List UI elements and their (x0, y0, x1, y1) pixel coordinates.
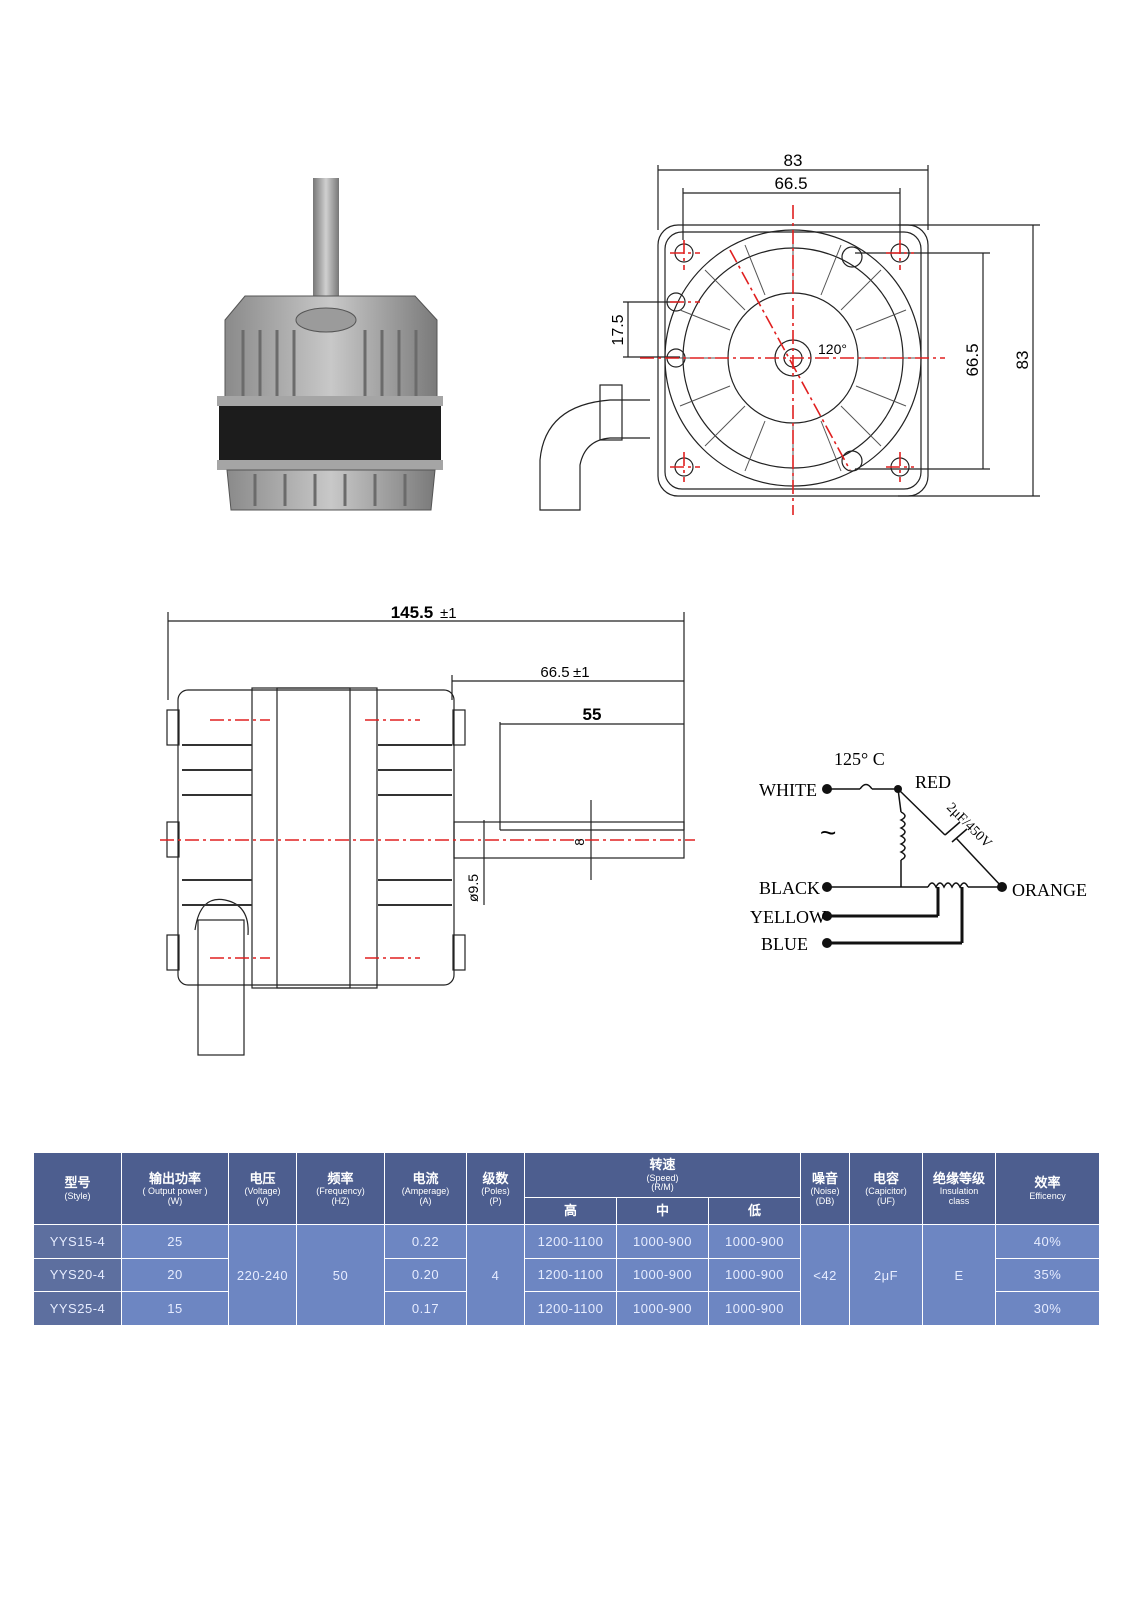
cell-insulation: E (922, 1224, 997, 1326)
dim-height-mount: 66.5 (963, 343, 982, 376)
cell-speed-mid: 1000-900 (616, 1224, 709, 1259)
cell-speed-high: 1200-1100 (524, 1224, 617, 1259)
spec-table: 型号(Style) 输出功率( Output power )(W) 电压(Vol… (33, 1152, 1101, 1326)
dim-total-length: 145.5 (391, 603, 434, 622)
col-power: 输出功率( Output power )(W) (121, 1152, 229, 1225)
cell-model: YYS25-4 (33, 1291, 122, 1326)
cell-power: 20 (121, 1257, 229, 1293)
wire-white: WHITE (759, 780, 817, 800)
wiring-diagram: 125° C WHITE RED 2μF/450V ~ BLACK ORANGE… (750, 749, 1087, 954)
col-speed-high: 高 (524, 1197, 617, 1225)
cell-speed-low: 1000-900 (707, 1224, 802, 1259)
dim-angle: 120° (818, 341, 847, 357)
cell-capacitor: 2μF (849, 1224, 924, 1326)
col-speed-mid: 中 (616, 1197, 709, 1225)
cell-frequency: 50 (296, 1224, 385, 1326)
cell-speed-low: 1000-900 (707, 1291, 802, 1326)
dim-width-mount: 66.5 (774, 174, 807, 193)
dim-flat-length: 55 (583, 705, 602, 724)
dim-shaft-length: 66.5 (540, 664, 569, 681)
top-view-drawing: 83 66.5 120° 17.5 66.5 83 (539, 151, 1040, 515)
wire-orange: ORANGE (1012, 880, 1087, 900)
cell-amperage: 0.17 (384, 1291, 467, 1326)
wire-capacitor: 2μF/450V (943, 800, 994, 851)
wire-red: RED (915, 772, 951, 792)
cell-amperage: 0.22 (384, 1224, 467, 1259)
col-amperage: 电流(Amperage)(A) (384, 1152, 467, 1225)
cell-speed-high: 1200-1100 (524, 1291, 617, 1326)
cell-model: YYS20-4 (33, 1257, 122, 1293)
cell-speed-low: 1000-900 (707, 1257, 802, 1293)
cell-efficiency: 35% (995, 1257, 1101, 1293)
col-poles: 级数(Poles)(P) (466, 1152, 525, 1225)
cell-poles: 4 (466, 1224, 525, 1326)
table-row: YYS25-4 15 0.17 1200-1100 1000-900 1000-… (33, 1291, 1101, 1326)
dim-height-outer: 83 (1013, 351, 1032, 370)
col-speed: 转速(Speed)(R/M) (523, 1152, 802, 1198)
cell-speed-high: 1200-1100 (524, 1257, 617, 1293)
dim-offset: 17.5 (610, 314, 627, 345)
cell-speed-mid: 1000-900 (616, 1291, 709, 1326)
col-noise: 噪音(Noise)(DB) (800, 1152, 851, 1225)
cell-efficiency: 40% (995, 1224, 1101, 1259)
col-speed-low: 低 (707, 1197, 802, 1225)
cell-speed-mid: 1000-900 (616, 1257, 709, 1293)
wire-black: BLACK (759, 878, 820, 898)
cell-efficiency: 30% (995, 1291, 1101, 1326)
wire-yellow: YELLOW (750, 907, 826, 927)
wire-ac: ~ (820, 817, 836, 848)
col-style: 型号(Style) (33, 1152, 122, 1225)
col-voltage: 电压(Voltage)(V) (228, 1152, 297, 1225)
dim-flat-size: 8 (572, 838, 587, 845)
cell-power: 25 (121, 1224, 229, 1259)
cell-noise: <42 (800, 1224, 851, 1326)
cell-amperage: 0.20 (384, 1257, 467, 1293)
dim-shaft-tol: ±1 (573, 664, 590, 681)
table-row: YYS20-4 20 0.20 1200-1100 1000-900 1000-… (33, 1257, 1101, 1293)
dim-total-tol: ±1 (440, 605, 457, 622)
side-view-drawing: 145.5 ±1 66.5 ±1 55 8 ø9.5 (160, 603, 695, 1056)
col-frequency: 频率(Frequency)(HZ) (296, 1152, 385, 1225)
cell-model: YYS15-4 (33, 1224, 122, 1259)
wire-blue: BLUE (761, 934, 808, 954)
motor-photo (217, 178, 443, 511)
col-capacitor: 电容(Capicitor)(UF) (849, 1152, 924, 1225)
table-row: YYS15-4 25 220-240 50 0.22 4 1200-1100 1… (33, 1224, 1101, 1326)
dim-shaft-dia: ø9.5 (465, 874, 481, 902)
wire-temp: 125° C (834, 749, 885, 769)
dim-width-outer: 83 (784, 151, 803, 170)
cell-power: 15 (121, 1291, 229, 1326)
cell-voltage: 220-240 (228, 1224, 297, 1326)
